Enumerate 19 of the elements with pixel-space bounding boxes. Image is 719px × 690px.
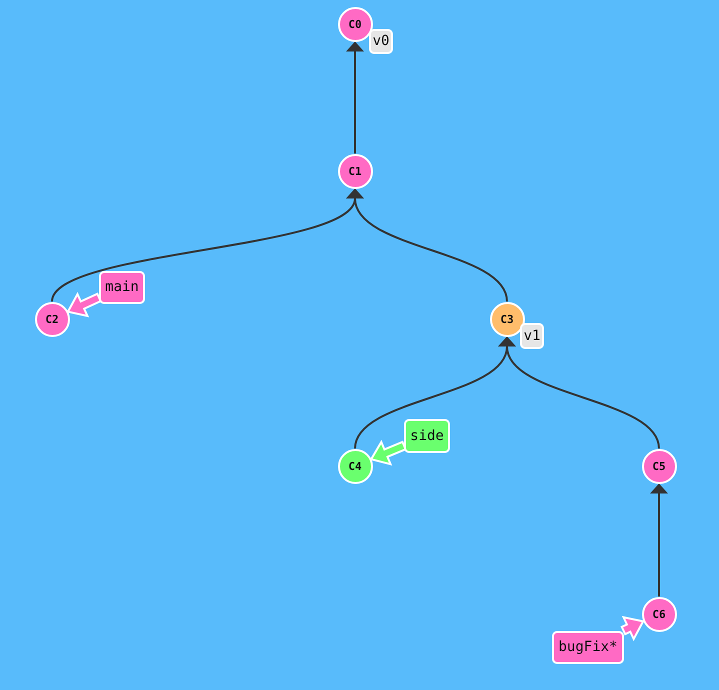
- tag-label: v0: [369, 28, 393, 54]
- branch-arrow: [370, 440, 407, 466]
- commit-node: C6: [642, 596, 676, 632]
- arrow: [346, 188, 508, 302]
- commit-node: C2: [34, 302, 70, 336]
- arrow: [650, 484, 668, 596]
- commit-node: C3: [490, 302, 524, 336]
- branch-label: main: [99, 270, 145, 304]
- arrow: [498, 336, 660, 449]
- tag-label: v1: [520, 323, 544, 349]
- commit-node: C0: [338, 6, 372, 42]
- commit-node: C1: [338, 154, 372, 188]
- arrow: [346, 42, 364, 154]
- commit-node: C4: [338, 448, 372, 484]
- branch-label: side: [404, 419, 450, 453]
- branch-arrow: [620, 616, 645, 642]
- branch-label: bugFix*: [552, 630, 624, 664]
- commit-node: C5: [642, 448, 676, 484]
- branch-arrow: [66, 292, 102, 318]
